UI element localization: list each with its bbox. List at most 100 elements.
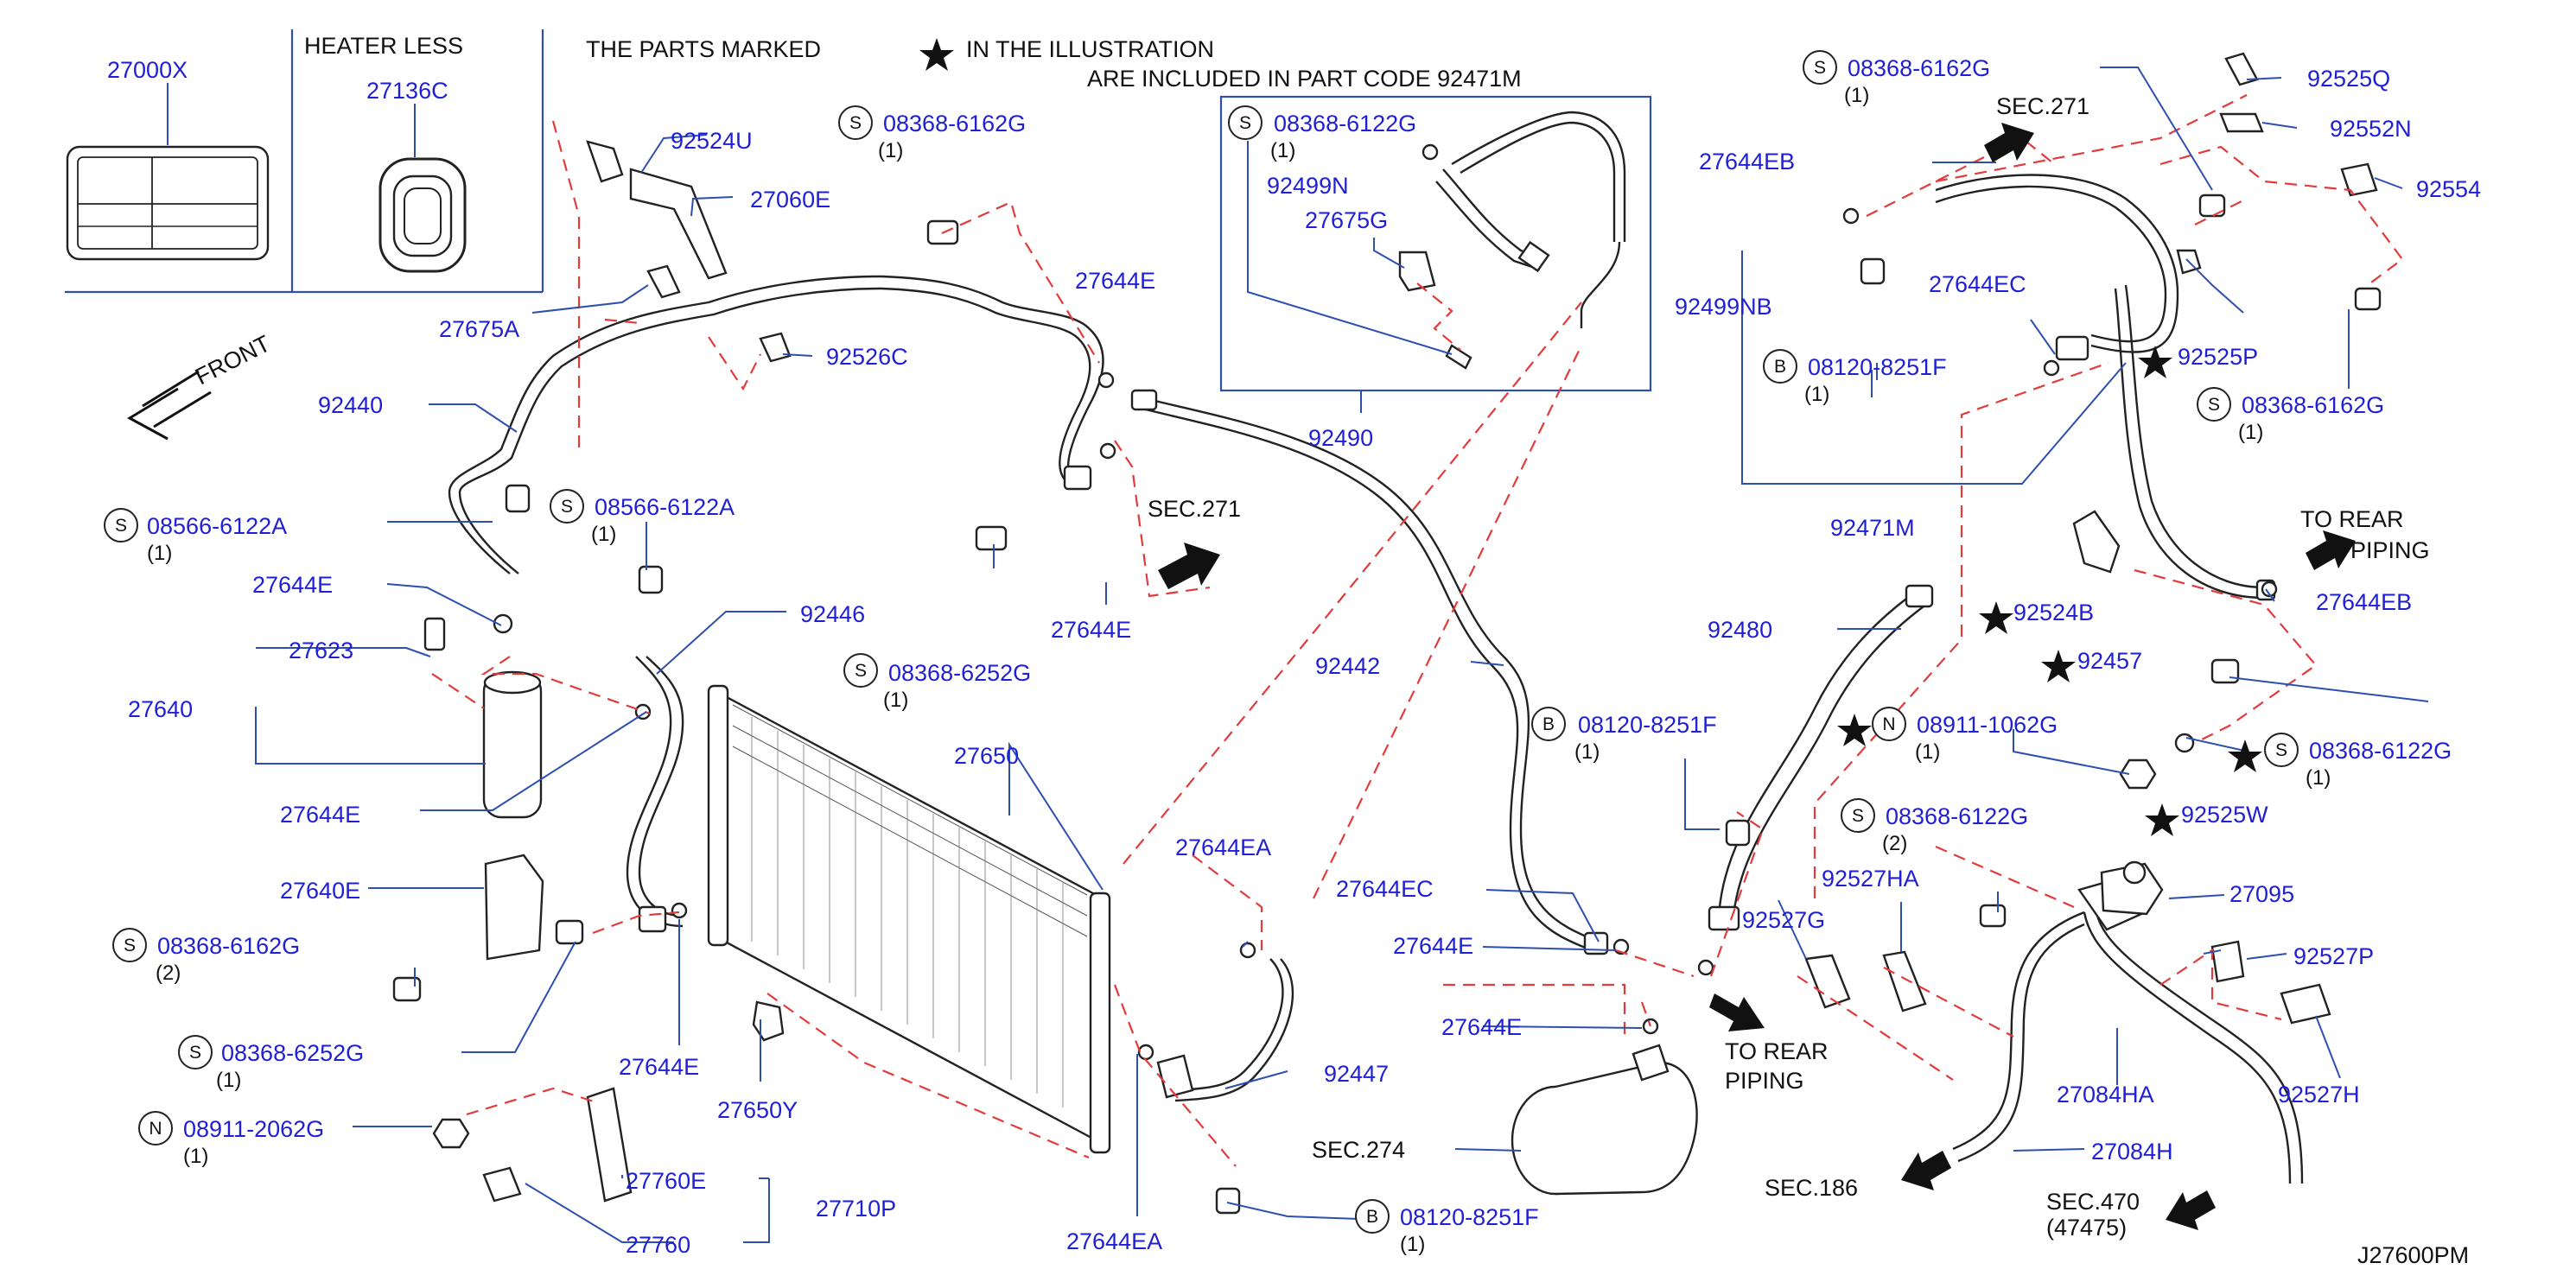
- part-label: 27710P: [816, 1196, 896, 1222]
- part-label: 27644EC: [1929, 271, 2026, 297]
- badge-s: S: [2197, 387, 2231, 422]
- part-label: 08566-6122A: [147, 513, 287, 539]
- leader-lines: [255, 67, 2429, 1243]
- part-label: 27136C: [366, 78, 448, 104]
- condenser-27650: [707, 684, 1111, 1154]
- star-markers: [919, 38, 2262, 836]
- svg-text:S: S: [115, 516, 127, 536]
- qty-label: (1): [883, 689, 908, 712]
- svg-text:N: N: [149, 1119, 162, 1139]
- part-label: 92480: [1708, 617, 1772, 643]
- part-label: 27644EA: [1066, 1228, 1162, 1254]
- qty-label: (1): [2306, 766, 2331, 790]
- part-label: 92527G: [1742, 907, 1825, 933]
- part-label: 27644E: [1051, 617, 1131, 643]
- part-label: 27084HA: [2057, 1082, 2154, 1107]
- star-icon: [2228, 739, 2262, 772]
- piping-92446: [626, 656, 684, 933]
- to-rear-label: PIPING: [2350, 537, 2430, 563]
- sec186-label: SEC.186: [1765, 1175, 1858, 1201]
- part-label: 08368-6162G: [1848, 55, 1990, 81]
- badge-s: S: [550, 489, 584, 524]
- sec274-label: SEC.274: [1312, 1137, 1405, 1163]
- qty-label: (1): [1915, 740, 1940, 764]
- badge-s: S: [178, 1035, 213, 1069]
- part-label: 08368-6122G: [1274, 111, 1416, 136]
- qty-label: (1): [1270, 139, 1295, 162]
- part-label: 08368-6162G: [2242, 392, 2384, 418]
- to-rear-label: PIPING: [1725, 1068, 1804, 1094]
- part-label: 27644E: [280, 802, 360, 828]
- svg-text:S: S: [1814, 58, 1826, 78]
- part-label: 27644E: [252, 572, 333, 598]
- compressor: [1511, 1044, 1698, 1196]
- to-rear-label: TO REAR: [2300, 506, 2404, 532]
- svg-text:S: S: [855, 661, 867, 681]
- part-label: 08566-6122A: [595, 494, 735, 520]
- arrow-icon: [1901, 1151, 1951, 1190]
- part-label: 08911-2062G: [183, 1116, 324, 1142]
- part-label: 27644E: [1075, 268, 1155, 294]
- part-label: 92499N: [1267, 173, 1349, 199]
- inset-frames: [65, 29, 544, 294]
- header-note-line1b: IN THE ILLUSTRATION: [966, 36, 1214, 62]
- part-label: 27644EB: [2316, 589, 2412, 615]
- svg-text:S: S: [2275, 740, 2287, 760]
- part-label: 92490: [1308, 425, 1373, 451]
- star-icon: [919, 38, 954, 71]
- svg-text:B: B: [1774, 357, 1786, 377]
- badge-s: S: [1228, 105, 1263, 140]
- star-icon: [2138, 346, 2172, 378]
- badge-s: S: [1841, 798, 1875, 833]
- arrow-icon: [1709, 993, 1765, 1031]
- part-label: 92527P: [2293, 943, 2374, 969]
- piping-92447: [1156, 958, 1294, 1102]
- qty-label: (1): [183, 1145, 208, 1168]
- heater-less-label: HEATER LESS: [304, 33, 463, 59]
- to-rear-label: TO REAR: [1725, 1038, 1829, 1064]
- guide-lines: [431, 94, 2404, 1167]
- diagram-code: J27600PM: [2357, 1242, 2469, 1268]
- arrow-icon: [1158, 543, 1220, 589]
- part-label: 27623: [289, 638, 353, 663]
- part-label: 92552N: [2330, 116, 2412, 142]
- part-label: 27650Y: [717, 1097, 798, 1123]
- piping-92442: [1130, 389, 1609, 955]
- part-label: 27644EB: [1699, 149, 1795, 175]
- part-label: 08368-6122G: [2309, 738, 2452, 764]
- badge-b: B: [1531, 707, 1566, 741]
- qty-label: (2): [1882, 832, 1907, 855]
- badge-b: B: [1355, 1199, 1390, 1234]
- badge-s: S: [843, 653, 878, 688]
- part-label: 08368-6252G: [221, 1040, 364, 1066]
- star-icon: [1979, 601, 2013, 634]
- badge-n: N: [1872, 707, 1906, 741]
- part-label: 27644EA: [1175, 835, 1271, 860]
- part-label: 08120-8251F: [1808, 354, 1947, 380]
- sec470-label: SEC.470: [2046, 1189, 2140, 1215]
- part-label: 08120-8251F: [1578, 712, 1717, 738]
- badge-s: S: [838, 105, 873, 140]
- badge-s: S: [112, 928, 147, 962]
- svg-text:S: S: [124, 936, 136, 955]
- svg-text:S: S: [1239, 113, 1251, 133]
- qty-label: (2): [156, 962, 181, 985]
- badge-b: B: [1763, 349, 1797, 384]
- badges: S S S S S S S N B B S B S N S S: [104, 50, 2299, 1234]
- svg-text:S: S: [849, 113, 862, 133]
- part-label: 08368-6122G: [1886, 803, 2028, 829]
- piping-92480: [1708, 584, 1934, 931]
- part-label: 92440: [318, 392, 383, 418]
- header-note-line2: ARE INCLUDED IN PART CODE 92471M: [1087, 66, 1522, 92]
- qty-label: (1): [147, 542, 172, 565]
- part-label: 27675G: [1305, 207, 1388, 233]
- header-note-line1: THE PARTS MARKED: [586, 36, 821, 62]
- part-label: 27000X: [107, 57, 188, 83]
- part-label: 08911-1062G: [1917, 712, 2058, 738]
- part-label: 92526C: [826, 344, 908, 370]
- sec271-label: SEC.271: [1996, 93, 2089, 119]
- part-label: 27640: [128, 696, 193, 722]
- part-label: 92524U: [671, 128, 753, 154]
- arrows: [126, 123, 2356, 1230]
- part-label: 27675A: [439, 316, 519, 342]
